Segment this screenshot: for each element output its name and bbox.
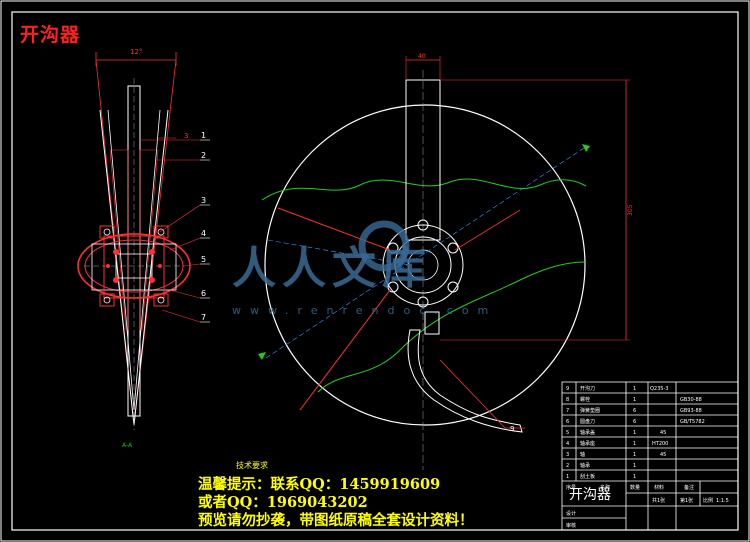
svg-text:轴承座: 轴承座 — [580, 440, 595, 447]
svg-text:备注: 备注 — [684, 484, 694, 491]
svg-text:GB30-88: GB30-88 — [680, 397, 702, 403]
svg-text:Q235-3: Q235-3 — [650, 386, 668, 392]
svg-text:1: 1 — [633, 430, 636, 436]
svg-text:1: 1 — [633, 397, 636, 403]
svg-text:开沟刀: 开沟刀 — [580, 385, 595, 392]
title-block-text: 9 开沟刀 1 Q235-3 8 螺栓 1 GB30-88 7 弹簧垫圈 6 G… — [566, 385, 729, 529]
svg-text:1: 1 — [633, 386, 636, 392]
svg-text:序号: 序号 — [566, 484, 576, 491]
svg-text:螺栓: 螺栓 — [580, 396, 590, 403]
svg-text:9: 9 — [566, 386, 569, 392]
svg-text:比例: 比例 — [703, 497, 713, 504]
notice-line-1: 温馨提示：联系QQ：1459919609 — [198, 476, 441, 493]
drawing-title: 开沟器 — [20, 24, 81, 46]
svg-text:1:1.5: 1:1.5 — [716, 498, 729, 504]
callout-7: 7 — [201, 313, 206, 322]
watermark-logo — [358, 220, 410, 272]
section-caption: A-A — [122, 442, 133, 449]
svg-text:6: 6 — [566, 419, 569, 425]
svg-text:2: 2 — [566, 463, 569, 469]
svg-text:设计: 设计 — [566, 510, 576, 517]
inner-frame — [11, 11, 739, 531]
svg-text:数量: 数量 — [630, 484, 640, 491]
watermark-text: 人人文库 — [232, 243, 432, 294]
front-view: 40 305 9 — [258, 53, 634, 470]
svg-text:圆盘刀: 圆盘刀 — [580, 418, 595, 425]
thickness-dimension: 3 — [184, 132, 188, 140]
svg-text:轴承盖: 轴承盖 — [580, 429, 595, 436]
svg-text:GB93-88: GB93-88 — [680, 408, 702, 414]
height-dimension: 305 — [627, 204, 634, 216]
callout-2: 2 — [201, 151, 206, 160]
svg-text:1: 1 — [633, 441, 636, 447]
svg-text:材料: 材料 — [654, 484, 664, 491]
svg-text:6: 6 — [633, 419, 636, 425]
callout-6: 6 — [201, 289, 206, 298]
svg-text:3: 3 — [566, 452, 569, 458]
svg-text:7: 7 — [566, 408, 569, 414]
notice-line-2: 或者QQ：1969043202 — [198, 494, 368, 511]
callout-1: 1 — [201, 131, 206, 140]
svg-text:HT200: HT200 — [652, 441, 668, 447]
svg-text:名称: 名称 — [600, 484, 610, 491]
title-block-name: 开沟器 — [569, 487, 611, 503]
svg-text:刮土板: 刮土板 — [580, 473, 595, 480]
width-dimension: 40 — [418, 53, 426, 60]
svg-text:1: 1 — [633, 452, 636, 458]
callout-3: 3 — [201, 196, 206, 205]
svg-text:4: 4 — [566, 441, 569, 447]
svg-text:GB/T5782: GB/T5782 — [680, 419, 705, 425]
svg-text:45: 45 — [660, 430, 666, 436]
svg-text:第1张: 第1张 — [680, 497, 693, 504]
callout-4: 4 — [201, 229, 206, 238]
svg-text:1: 1 — [633, 463, 636, 469]
section-view: 12° 3 1 2 3 4 5 6 7 A-A — [77, 48, 210, 449]
svg-text:审核: 审核 — [566, 522, 576, 529]
svg-text:6: 6 — [633, 408, 636, 414]
title-block — [561, 381, 739, 531]
svg-text:弹簧垫圈: 弹簧垫圈 — [580, 407, 600, 414]
svg-text:轴承: 轴承 — [580, 462, 590, 469]
svg-text:8: 8 — [566, 397, 569, 403]
tech-requirements-label: 技术要求 — [236, 461, 268, 470]
svg-text:5: 5 — [566, 430, 569, 436]
callout-9: 9 — [510, 425, 514, 433]
notice-line-3: 预览请勿抄袭，带图纸原稿全套设计资料！ — [198, 512, 474, 529]
svg-text:轴: 轴 — [580, 451, 585, 458]
watermark-url: www.renrendoc.com — [232, 304, 498, 317]
callout-5: 5 — [201, 255, 206, 264]
svg-text:共1张: 共1张 — [652, 497, 665, 504]
svg-text:45: 45 — [660, 452, 666, 458]
angle-dimension: 12° — [130, 48, 142, 56]
svg-text:1: 1 — [566, 474, 569, 480]
svg-text:1: 1 — [633, 474, 636, 480]
